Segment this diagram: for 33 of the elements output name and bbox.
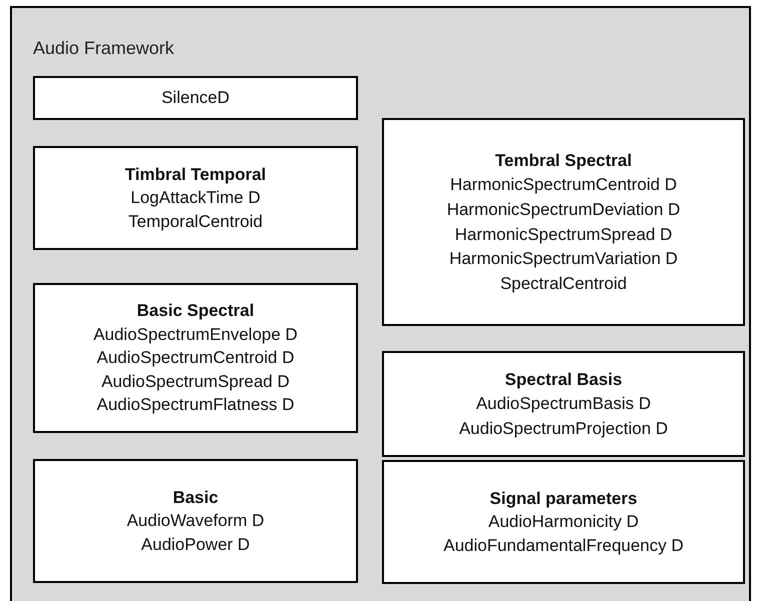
category-box bbox=[33, 459, 358, 583]
descriptor-name: AudioSpectrumProjection D bbox=[459, 418, 668, 438]
descriptor-name: AudioWaveform D bbox=[126, 511, 264, 531]
descriptor-name: AudioSpectrumCentroid D bbox=[96, 348, 294, 368]
panel-title: Audio Framework bbox=[33, 38, 174, 59]
category-heading: Tembral Spectral bbox=[495, 150, 632, 170]
descriptor-name: AudioSpectrumEnvelope D bbox=[93, 324, 298, 344]
descriptor-name: AudioSpectrumSpread D bbox=[101, 372, 290, 392]
category-heading: Spectral Basis bbox=[504, 370, 622, 390]
descriptor-name: HarmonicSpectrumCentroid D bbox=[450, 175, 677, 195]
descriptor-name: HarmonicSpectrumSpread D bbox=[454, 224, 672, 244]
category-heading: Timbral Temporal bbox=[124, 164, 266, 184]
descriptor-name: AudioHarmonicity D bbox=[488, 512, 639, 532]
descriptor-name: TemporalCentroid bbox=[128, 212, 263, 232]
category-box bbox=[33, 76, 358, 120]
category-heading: Signal parameters bbox=[490, 488, 638, 508]
category-box bbox=[382, 460, 745, 584]
descriptor-name: AudioSpectrumBasis D bbox=[476, 394, 651, 414]
descriptor-name: SilenceD bbox=[161, 88, 230, 108]
descriptor-name: AudioSpectrumFlatness D bbox=[96, 395, 294, 415]
descriptor-name: LogAttackTime D bbox=[130, 188, 260, 208]
descriptor-name: SpectralCentroid bbox=[500, 274, 627, 294]
descriptor-name: HarmonicSpectrumVariation D bbox=[449, 249, 678, 269]
descriptor-name: AudioPower D bbox=[141, 534, 250, 554]
descriptor-name: AudioFundamentalFrequency D bbox=[443, 536, 684, 556]
category-heading: Basic Spectral bbox=[136, 301, 254, 321]
category-box bbox=[382, 351, 745, 457]
framework-panel bbox=[10, 6, 751, 601]
category-box bbox=[33, 283, 358, 433]
descriptor-name: HarmonicSpectrumDeviation D bbox=[446, 200, 680, 220]
category-box bbox=[33, 146, 358, 250]
category-heading: Basic bbox=[172, 488, 218, 508]
category-box bbox=[382, 118, 745, 326]
